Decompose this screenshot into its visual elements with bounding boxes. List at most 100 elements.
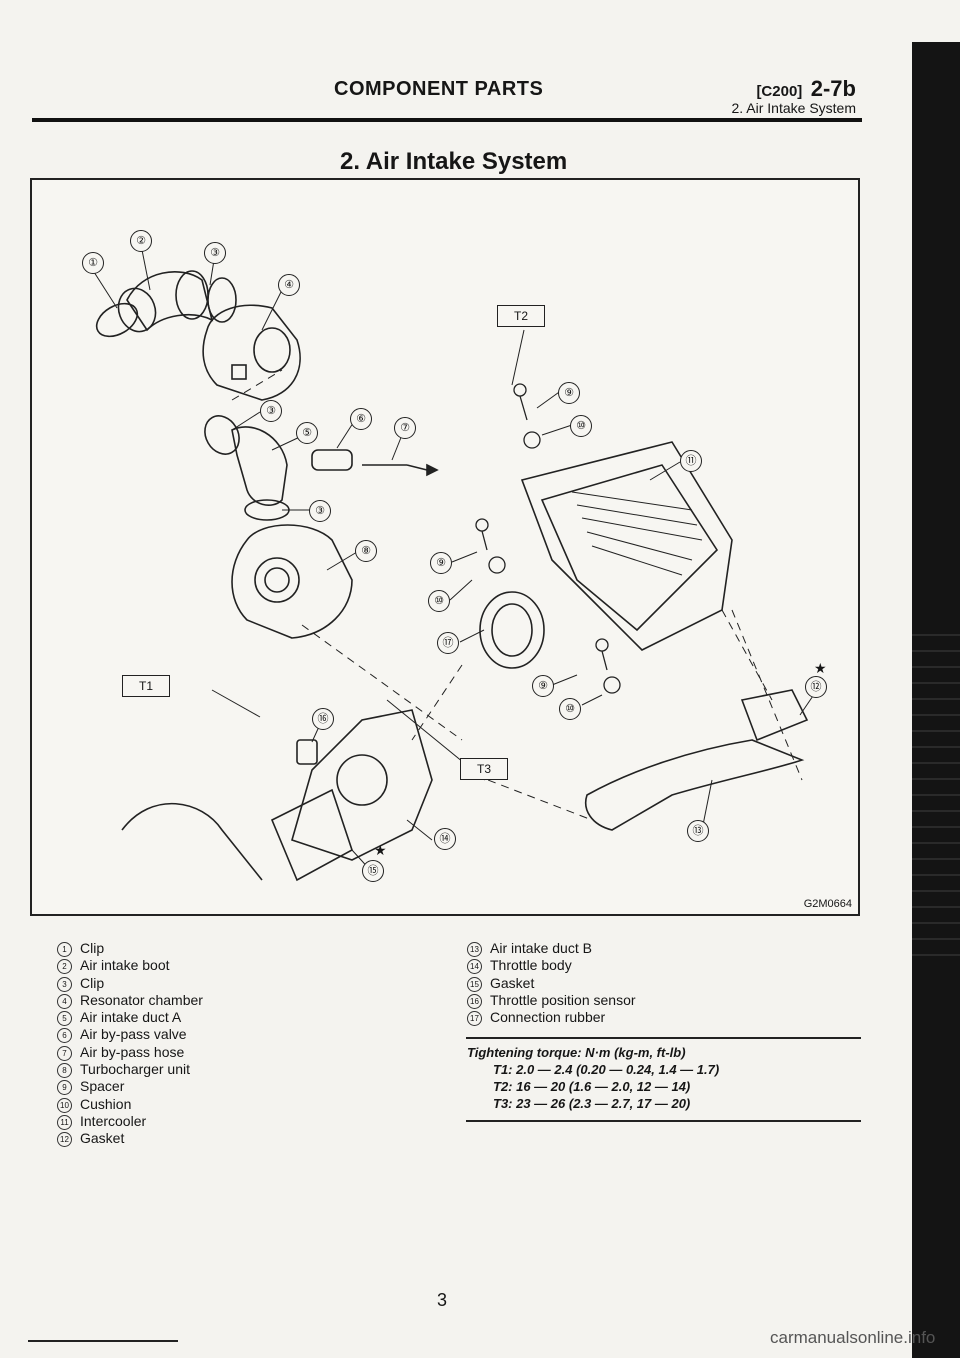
item-label: Spacer bbox=[80, 1078, 125, 1095]
callout-9: ⑨ bbox=[430, 552, 452, 574]
item-label: Turbocharger unit bbox=[80, 1061, 190, 1078]
scan-edge-texture bbox=[912, 620, 960, 960]
callout-5: ⑤ bbox=[296, 422, 318, 444]
bypass-hose-shape bbox=[362, 464, 428, 471]
item-number: 8 bbox=[57, 1063, 72, 1079]
item-number: 2 bbox=[57, 959, 72, 975]
callout-10: ⑩ bbox=[559, 698, 581, 720]
section-code: [C200] 2-7b bbox=[756, 76, 856, 102]
item-label: Air by-pass hose bbox=[80, 1043, 185, 1060]
callout-9: ⑨ bbox=[532, 675, 554, 697]
torque-tag-t3: T3 bbox=[460, 758, 509, 780]
item-number: 5 bbox=[57, 1011, 72, 1027]
item-number: 12 bbox=[57, 1132, 72, 1148]
callout-8: ⑧ bbox=[355, 540, 377, 562]
air-intake-duct-b-shape bbox=[585, 739, 805, 831]
item-label: Intercooler bbox=[80, 1112, 147, 1129]
torque-rule-top bbox=[466, 1037, 861, 1039]
section-code-text: [C200] bbox=[756, 83, 803, 100]
callout-6: ⑥ bbox=[350, 408, 372, 430]
watermark: carmanualsonline.info bbox=[770, 1328, 936, 1347]
list-item: 1 Clip bbox=[57, 940, 203, 957]
item-label: Air intake boot bbox=[80, 957, 170, 974]
footer-rule bbox=[28, 1340, 178, 1342]
callout-3: ③ bbox=[260, 400, 282, 422]
list-item: 9 Spacer bbox=[57, 1078, 203, 1096]
page-ref: 2-7b bbox=[810, 76, 856, 101]
callout-3: ③ bbox=[309, 500, 331, 522]
bypass-valve-shape bbox=[311, 449, 353, 471]
callout-1: ① bbox=[82, 252, 104, 274]
callout-10: ⑩ bbox=[428, 590, 450, 612]
item-label: Clip bbox=[80, 974, 105, 991]
callout-17: ⑰ bbox=[437, 632, 459, 654]
callout-2: ② bbox=[130, 230, 152, 252]
torque-line-t3: T3: 23 — 26 (2.3 — 2.7, 17 — 20) bbox=[493, 1096, 691, 1111]
list-item: 8 Turbocharger unit bbox=[57, 1061, 203, 1079]
item-number: 16 bbox=[467, 993, 482, 1009]
callout-3: ③ bbox=[204, 242, 226, 264]
item-number: 17 bbox=[467, 1011, 482, 1027]
list-item: 17 Connection rubber bbox=[467, 1009, 636, 1027]
list-item: 7 Air by-pass hose bbox=[57, 1044, 203, 1061]
connection-rubber-shape bbox=[479, 591, 545, 669]
callout-4: ④ bbox=[278, 274, 300, 296]
list-item: 2 Air intake boot bbox=[57, 957, 203, 975]
item-number: 3 bbox=[57, 976, 72, 992]
section-title: 2. Air Intake System bbox=[340, 148, 568, 175]
torque-tag-t1: T1 bbox=[122, 675, 171, 697]
page-number: 3 bbox=[437, 1290, 448, 1310]
item-number: 7 bbox=[57, 1045, 72, 1061]
page-header-title: COMPONENT PARTS bbox=[334, 78, 544, 100]
item-number: 4 bbox=[57, 993, 72, 1009]
callout-11: ⑪ bbox=[680, 450, 702, 472]
clip-1-shape bbox=[95, 302, 139, 338]
figure-code: G2M0664 bbox=[803, 898, 852, 910]
torque-tag-t2: T2 bbox=[497, 305, 546, 327]
callout-9: ⑨ bbox=[558, 382, 580, 404]
air-intake-boot-shape bbox=[126, 271, 214, 332]
callout-13: ⑬ bbox=[687, 820, 709, 842]
torque-heading: Tightening torque: N·m (kg-m, ft-lb) bbox=[467, 1045, 686, 1060]
item-number: 15 bbox=[467, 976, 482, 992]
item-label: Air intake duct B bbox=[490, 940, 592, 956]
turbocharger-shape bbox=[231, 524, 353, 639]
item-number: 9 bbox=[57, 1080, 72, 1096]
torque-rule-bottom bbox=[466, 1120, 861, 1122]
gasket-15-shape bbox=[270, 788, 353, 882]
torque-line-t1: T1: 2.0 — 2.4 (0.20 — 0.24, 1.4 — 1.7) bbox=[493, 1062, 720, 1077]
item-label: Resonator chamber bbox=[80, 991, 203, 1008]
section-subtitle: 2. Air Intake System bbox=[731, 100, 857, 116]
item-label: Air by-pass valve bbox=[80, 1026, 187, 1043]
header-rule bbox=[32, 118, 862, 122]
air-intake-duct-a-shape bbox=[231, 426, 288, 506]
list-item: 15 Gasket bbox=[467, 975, 636, 992]
item-label: Clip bbox=[80, 940, 105, 956]
callout-14: ⑭ bbox=[434, 828, 456, 850]
throttle-body-shape bbox=[291, 709, 433, 861]
item-number: 13 bbox=[467, 942, 482, 957]
gasket-12-shape bbox=[740, 689, 809, 742]
item-number: 1 bbox=[57, 942, 72, 957]
star-marker-15: ★ bbox=[374, 842, 387, 858]
callout-16: ⑯ bbox=[312, 708, 334, 730]
item-label: Connection rubber bbox=[490, 1009, 606, 1026]
callout-15: ⑮ bbox=[362, 860, 384, 882]
intercooler-shape bbox=[520, 441, 733, 651]
callout-10: ⑩ bbox=[570, 415, 592, 437]
diagram-drawing bbox=[93, 249, 818, 882]
item-number: 6 bbox=[57, 1028, 72, 1044]
item-label: Gasket bbox=[490, 974, 535, 991]
callout-12: ⑫ bbox=[805, 676, 827, 698]
list-item: 3 Clip bbox=[57, 975, 203, 992]
exploded-diagram: T1 T2 T3 ① ② ③ ③ ③ ④ ⑤ ⑥ ⑦ ⑧ ⑨ ⑩ ⑨ ⑩ ⑨ ⑩… bbox=[30, 178, 860, 916]
list-item: 6 Air by-pass valve bbox=[57, 1026, 203, 1044]
